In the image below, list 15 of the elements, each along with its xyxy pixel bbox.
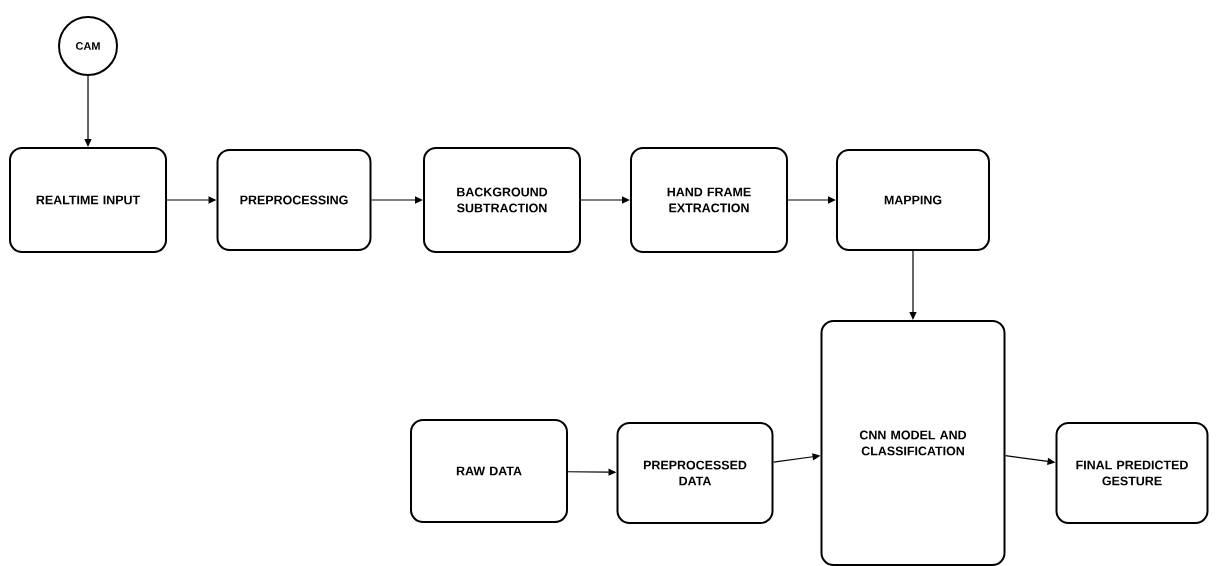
process-box: RAW DATA <box>410 419 568 523</box>
process-box: MAPPING <box>836 149 990 251</box>
circle-node: CAM <box>58 16 118 76</box>
arrow <box>580 196 630 204</box>
process-box: FINAL PREDICTED GESTURE <box>1055 422 1209 524</box>
arrow <box>84 75 92 147</box>
process-box: HAND FRAME EXTRACTION <box>630 147 788 253</box>
process-box: PREPROCESSED DATA <box>616 422 774 524</box>
arrow <box>787 196 836 204</box>
arrow <box>370 196 423 204</box>
process-box: PREPROCESSING <box>216 149 372 251</box>
process-box: REALTIME INPUT <box>9 147 167 253</box>
arrow <box>909 250 917 320</box>
process-box: BACKGROUND SUBTRACTION <box>423 147 581 253</box>
process-box: CNN MODEL AND CLASSIFICATION <box>820 320 1006 566</box>
